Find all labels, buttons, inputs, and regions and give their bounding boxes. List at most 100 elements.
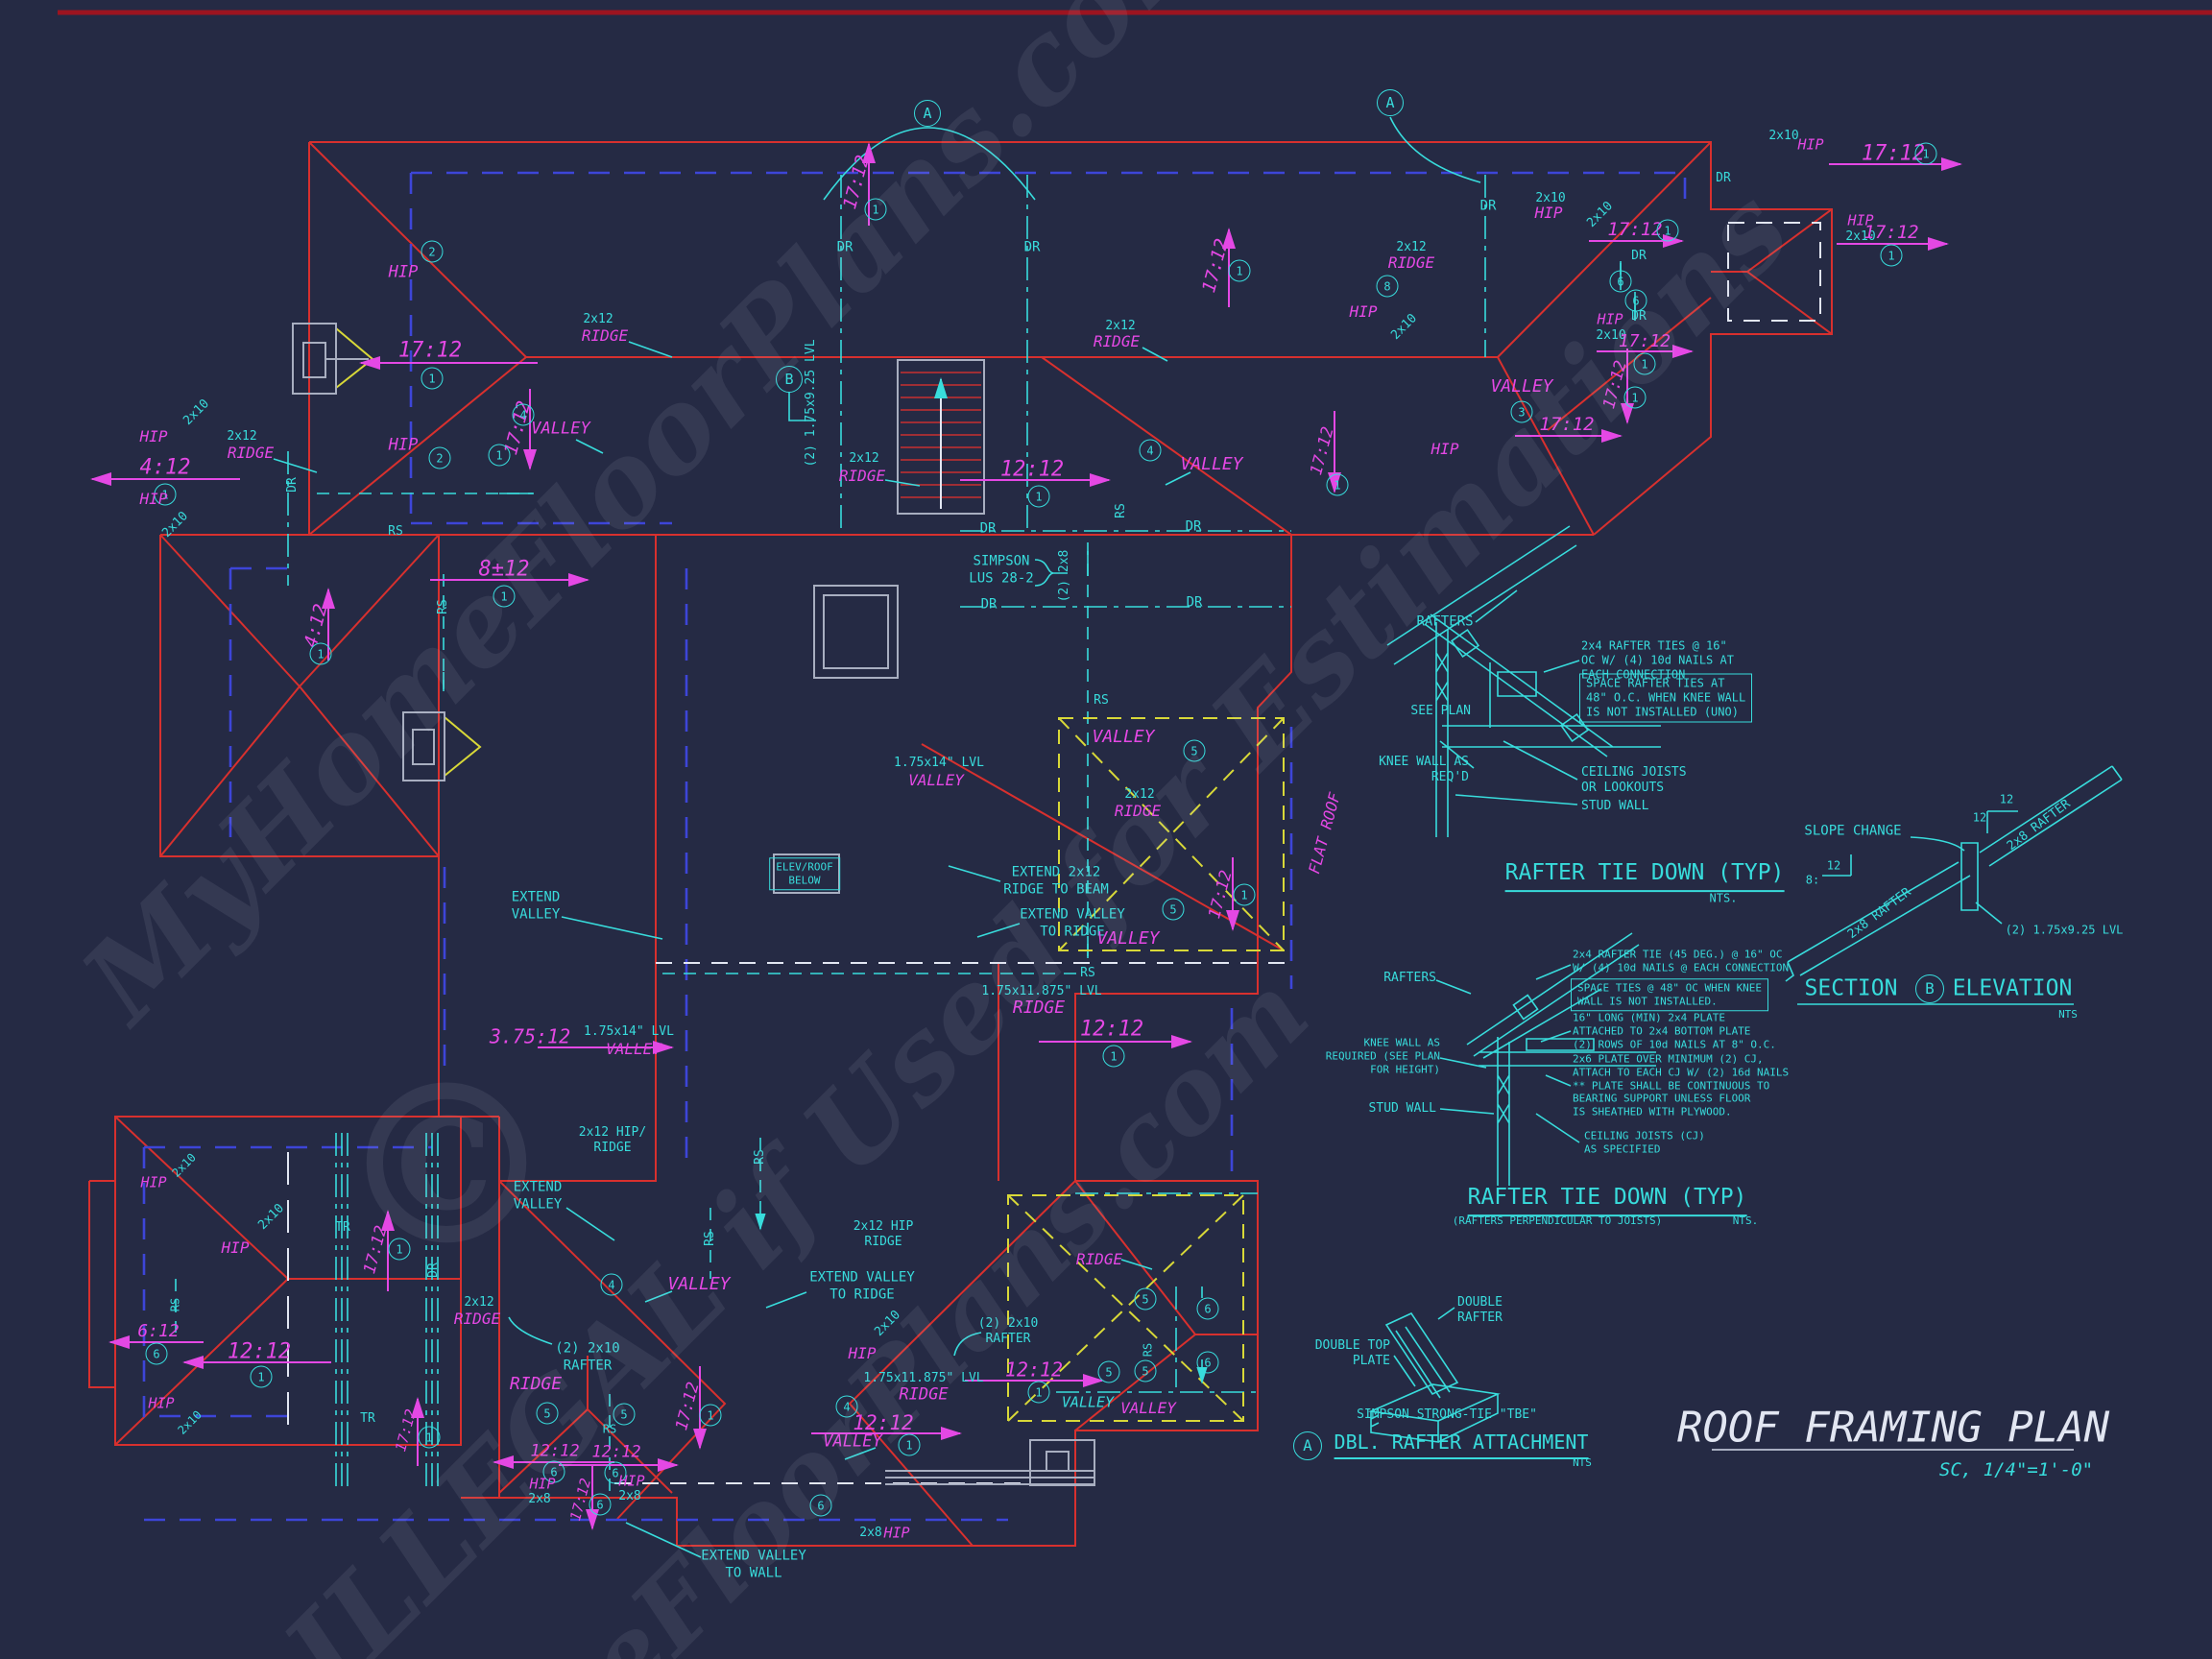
slope-tick: 12 [1826,858,1841,873]
keynote-4: 4 [1139,439,1162,462]
member-size: 2x12 [227,428,257,444]
member-size: 2x10 [255,1201,287,1233]
rs-label: RS [168,1297,182,1312]
slope-label: 17:12 [1539,414,1595,436]
keynote-1: 1 [250,1365,273,1388]
hip-label: HIP [221,1238,250,1257]
sheet-scale: SC, 1/4"=1'-0" [1938,1459,2094,1481]
detailA-double-rafter: DOUBLE RAFTER [1457,1294,1503,1325]
slope-tick: 12 [1972,810,1987,825]
extend-valley-note: EXTEND VALLEY TO RIDGE [809,1269,915,1303]
callout-leaders [273,116,2003,1558]
dr-label: DR [1185,518,1202,535]
extend-ridge-note: EXTEND 2x12 RIDGE TO BEAM [1003,864,1109,898]
ridge-label: RIDGE [509,1373,563,1394]
lvl-label: 1.75x14" LVL [894,755,984,770]
tr-label: TR [360,1410,375,1426]
sheet-title: ROOF FRAMING PLAN [1676,1403,2110,1453]
detail1-tie-plate [1450,628,1480,659]
slope-label: 12:12 [227,1339,292,1364]
keynote-6: 6 [1196,1351,1219,1374]
slope-label: 17:12 [1618,330,1671,351]
lvl-label: 1.75x11.875" LVL [863,1370,984,1385]
rs-label: RS [602,1422,617,1436]
keynote-5: 5 [1134,1359,1157,1382]
rafter-note: 2x8 RAFTER [1844,884,1914,943]
detailA-drawing [1368,1311,1501,1443]
keynote-6: 6 [589,1493,612,1516]
keynote-2: 2 [421,240,444,263]
detailA-marker: A [1293,1431,1322,1460]
rs-label: RS [388,523,403,539]
member-size: 2x12 [849,450,879,466]
hip-label: HIP [139,427,168,445]
detail1-knee-wall: KNEE WALL AS REQ'D [1379,754,1469,784]
keynote-6: 6 [604,1461,627,1484]
valley-label: VALLEY [1061,1393,1115,1411]
double-rafter-lines [287,175,1486,1493]
member-size: 2x10 [1535,190,1566,205]
keynote-4: 4 [835,1395,858,1418]
detail-marker-A: A [1377,89,1404,116]
hip-label: HIP [529,1475,556,1493]
detail2-tie-plate [1512,994,1539,1021]
hip-label: HIP [388,262,419,282]
member-note: 2x12 HIP/ RIDGE [578,1124,647,1155]
hip-label: HIP [618,1472,645,1490]
keynote-5: 5 [1134,1287,1157,1310]
hip-label: HIP [1847,211,1874,229]
keynote-5: 5 [536,1402,559,1425]
detail1-stud-wall: STUD WALL [1581,798,1649,813]
detail1-space-note: SPACE RAFTER TIES AT 48" O.C. WHEN KNEE … [1579,673,1753,723]
slope-tick: 12 [1999,792,2014,806]
keynote-5: 5 [613,1403,636,1426]
detailA-double-top-plate: DOUBLE TOP PLATE [1314,1337,1390,1368]
dr-label: DR [836,239,854,255]
valley-label: VALLEY [1180,453,1243,474]
member-size: 2x10 [1388,311,1420,343]
ridge-label: RIDGE [227,444,275,462]
slope-label: 12:12 [999,457,1065,482]
detail1-tie-note: 2x4 RAFTER TIES @ 16" OC W/ (4) 10d NAIL… [1581,638,1734,682]
slope-label: 3.75:12 [489,1024,571,1048]
member-note: 2x12 HIP RIDGE [853,1218,914,1249]
keynote-6: 6 [809,1494,832,1517]
keynote-1: 1 [1027,485,1050,508]
hip-label: HIP [388,435,419,455]
extend-valley-note: EXTEND VALLEY [511,889,561,923]
dr-label: DR [1479,198,1497,214]
member-size: 2x8 [859,1525,882,1540]
keynote-1: 1 [898,1433,921,1456]
hip-label: HIP [1349,302,1378,321]
keynote-2: 2 [428,446,451,469]
slope-label: 17:12 [1861,141,1926,166]
valley-box-yellow [1007,717,1285,1422]
slope-label: 17:12 [1863,222,1919,244]
keynote-6: 6 [1196,1297,1219,1320]
rafter-note: 2x8 RAFTER [2004,796,2074,854]
keynote-6: 6 [145,1342,168,1365]
extend-valley-note: EXTEND VALLEY TO RIDGE [1020,906,1125,940]
slope-label: 8±12 [478,557,530,582]
dr-label: DR [980,596,998,613]
detail2-rafters: RAFTERS [1383,970,1436,985]
member-size: 2x10 [180,397,212,428]
keynote-1: 1 [421,367,444,390]
member-size: 2x12 [583,311,613,326]
hip-label: HIP [139,490,168,508]
ridge-label: RIDGE [453,1310,501,1328]
member-size: 2x10 [1596,327,1626,343]
sectionB-marker: B [1915,974,1944,1003]
member-size: 2x10 [159,509,191,541]
rs-label: RS [1094,692,1109,708]
slope-label: 17:12 [397,338,463,363]
detailA-title: DBL. RAFTER ATTACHMENT [1334,1431,1589,1459]
detail2-stud-wall: STUD WALL [1368,1100,1436,1116]
ridge-label: RIDGE [838,467,886,485]
keynote-4: 4 [600,1273,623,1296]
keynote-1: 1 [1027,1381,1050,1404]
section-marker-B: B [776,366,803,393]
detail2-tie-note: 2x4 RAFTER TIE (45 DEG.) @ 16" OC W/ (4)… [1573,948,1790,974]
